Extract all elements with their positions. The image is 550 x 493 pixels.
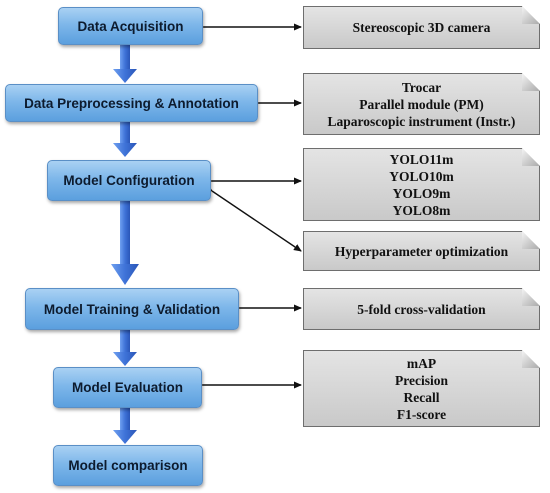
note-line: YOLO10m (389, 168, 454, 184)
note-line: Stereoscopic 3D camera (352, 20, 491, 35)
note-models: YOLO11m YOLO10m YOLO9m YOLO8m (303, 148, 540, 221)
note-line: Recall (403, 389, 440, 405)
flow-arrow-1 (113, 45, 137, 83)
step-model-evaluation: Model Evaluation (53, 367, 202, 408)
note-training: 5-fold cross-validation (303, 288, 540, 330)
note-line: Trocar (401, 79, 442, 95)
note-line: YOLO11m (389, 151, 454, 167)
step-label: Data Acquisition (77, 18, 184, 34)
note-line: YOLO8m (392, 202, 451, 218)
note-line: YOLO9m (392, 185, 451, 201)
flow-arrow-2 (113, 121, 137, 157)
step-label: Model Training & Validation (43, 301, 221, 317)
step-label: Data Preprocessing & Annotation (24, 95, 239, 111)
note-line: Hyperparameter optimization (334, 243, 509, 259)
note-hyperparameter: Hyperparameter optimization (303, 231, 540, 271)
flow-arrow-4 (113, 330, 137, 366)
step-model-training: Model Training & Validation (25, 288, 239, 330)
note-line: 5-fold cross-validation (357, 301, 486, 317)
note-line: Parallel module (PM) (359, 96, 484, 112)
note-line: Precision (395, 372, 448, 388)
step-label: Model Configuration (63, 173, 195, 188)
step-model-comparison: Model comparison (53, 445, 203, 486)
note-evaluation: mAP Precision Recall F1-score (303, 350, 540, 427)
step-label: Model Evaluation (71, 380, 183, 395)
note-line: mAP (406, 355, 437, 371)
note-preprocessing: Trocar Parallel module (PM) Laparoscopic… (303, 73, 540, 135)
flow-arrow-5 (113, 408, 137, 444)
connector-hyperparameter (204, 184, 302, 252)
note-line: F1-score (396, 406, 447, 422)
note-acquisition: Stereoscopic 3D camera (303, 6, 540, 49)
step-data-acquisition: Data Acquisition (58, 7, 203, 45)
step-model-configuration: Model Configuration (47, 160, 211, 201)
step-label: Model comparison (68, 458, 188, 473)
note-line: Laparoscopic instrument (Instr.) (327, 113, 516, 129)
flow-arrow-3 (111, 200, 139, 285)
step-data-preprocessing: Data Preprocessing & Annotation (5, 84, 258, 122)
